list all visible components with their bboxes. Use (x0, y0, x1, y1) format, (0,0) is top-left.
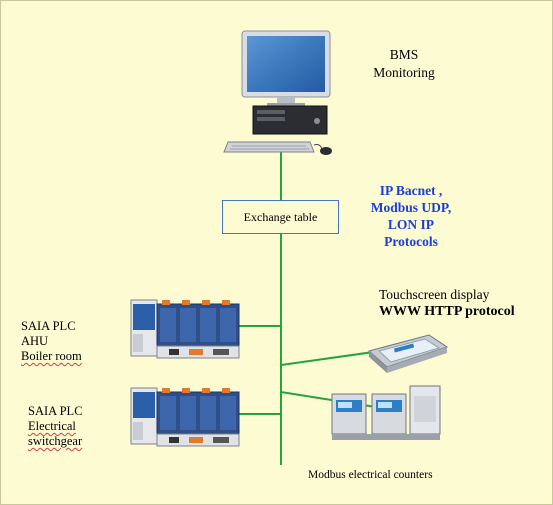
modbus-counters-label: Modbus electrical counters (308, 469, 433, 481)
computer-icon (223, 30, 332, 155)
main-bus-line (280, 326, 282, 465)
protocols-line3: LON IP (387, 217, 435, 232)
touchscreen-label: Touchscreen display WWW HTTP protocol (379, 286, 515, 320)
link-exchange-to-bus (280, 234, 282, 326)
plc1-line1: SAIA PLC (21, 319, 76, 333)
saia-plc-ahu-label: SAIA PLC AHU Boiler room (21, 319, 82, 364)
plc2-line3: switchgear (28, 434, 83, 448)
link-bus-bottom (280, 463, 282, 465)
touchscreen-display-icon (367, 334, 449, 373)
saia-plc-ahu-icon (130, 299, 240, 359)
bms-label-line2: Monitoring (373, 65, 435, 80)
bms-label-line1: BMS (389, 47, 419, 62)
bms-monitoring-label: BMS Monitoring (359, 46, 449, 82)
saia-plc-switchgear-label: SAIA PLC Electrical switchgear (28, 404, 83, 449)
exchange-table-box: Exchange table (222, 200, 339, 234)
modbus-counters-icon (331, 385, 441, 440)
plc1-line2: AHU (21, 334, 49, 348)
protocols-line2: Modbus UDP, (370, 200, 452, 215)
link-bus-to-plc2 (237, 413, 282, 415)
saia-plc-switchgear-icon (130, 387, 240, 447)
plc2-line1: SAIA PLC (28, 404, 83, 418)
link-bus-to-plc1 (237, 325, 282, 327)
plc2-line2: Electrical (28, 419, 76, 433)
protocols-label: IP Bacnet , Modbus UDP, LON IP Protocols (361, 182, 461, 250)
touchscreen-title: Touchscreen display (379, 287, 490, 302)
touchscreen-protocol: WWW HTTP protocol (379, 304, 515, 319)
plc1-line3: Boiler room (21, 349, 82, 363)
protocols-line1: IP Bacnet , (379, 183, 443, 198)
protocols-line4: Protocols (384, 234, 438, 249)
link-computer-to-exchange (280, 148, 282, 200)
exchange-table-label: Exchange table (243, 209, 318, 224)
